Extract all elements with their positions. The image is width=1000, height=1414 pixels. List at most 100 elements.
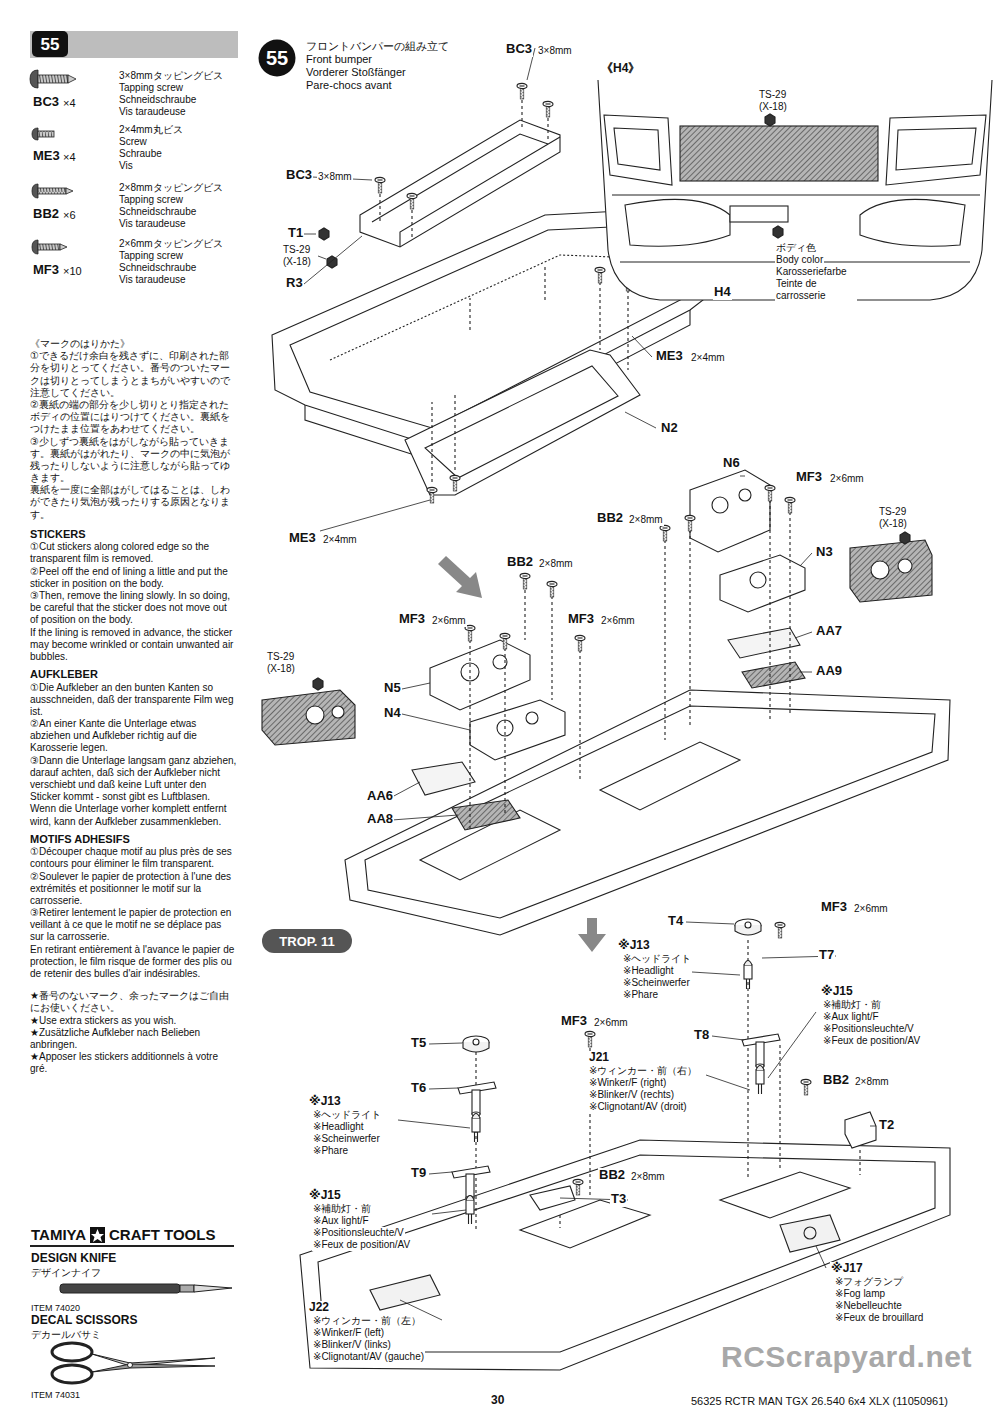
- lamp-label: ※Feux de position/AV: [822, 1035, 921, 1047]
- lamp-label: ※Winker/F (right): [588, 1077, 667, 1089]
- screw-size: 3×8mm: [317, 171, 353, 183]
- lamp-label: ※Positionsleuchte/V: [822, 1023, 915, 1035]
- instruction-text: ②裏紙の端の部分を少し切りとり指定されたボディの位置にはりつけてください。裏紙を…: [30, 399, 237, 436]
- instruction-text: ★Use extra stickers as you wish.: [30, 1015, 237, 1027]
- part-label: T7: [818, 948, 835, 963]
- lamp-label: ※J13: [617, 939, 651, 953]
- lamp-label: ※Headlight: [312, 1121, 365, 1133]
- screw-size: 2×8mm: [538, 558, 574, 570]
- instruction-text: ★Apposer les stickers additionnels à vot…: [30, 1051, 237, 1075]
- screw-quantity: ×6: [62, 209, 77, 222]
- screw-description: 2×8mmタッピングビス: [118, 182, 224, 194]
- tool-name: DESIGN KNIFE: [30, 1252, 117, 1266]
- paint-note: Body color: [775, 254, 824, 266]
- h4-front-view: [598, 80, 992, 300]
- screw-code: BC3: [32, 95, 60, 110]
- lamp-label: ※Phare: [312, 1145, 349, 1157]
- part-label: N2: [660, 421, 679, 436]
- paint-code: TS-29: [282, 244, 311, 256]
- part-label: AA6: [366, 789, 394, 804]
- lamp-label: ※Scheinwerfer: [312, 1133, 381, 1145]
- section-heading: MOTIFS ADHESIFS: [30, 833, 237, 846]
- part-label: T2: [878, 1118, 895, 1133]
- lamp-label: ※ウィンカー・前（左）: [312, 1315, 422, 1327]
- lamp-label: J21: [588, 1051, 610, 1065]
- part-label: T8: [693, 1028, 710, 1043]
- lamp-label: ※Fog lamp: [834, 1288, 886, 1300]
- step-title: Pare-chocs avant: [305, 79, 393, 92]
- screw-description: Tapping screw: [118, 194, 184, 206]
- brand-name: TAMIYA: [30, 1226, 87, 1243]
- screw-size: 2×8mm: [628, 514, 664, 526]
- lamp-label: ※Clignotant/AV (droit): [588, 1101, 688, 1113]
- screw-code: BB2: [596, 511, 624, 526]
- screw-size: 2×4mm: [322, 534, 358, 546]
- part-label: N6: [722, 456, 741, 471]
- tool-name: DECAL SCISSORS: [30, 1314, 138, 1328]
- screw-description: Schneidschraube: [118, 262, 197, 274]
- instruction-text: ★番号のないマーク、余ったマークはご自由にお使いください。: [30, 990, 237, 1014]
- part-label: T6: [410, 1081, 427, 1096]
- instruction-text: ②An einer Kante die Unterlage etwas abzi…: [30, 718, 237, 755]
- instruction-text: 《マークのはりかた》: [30, 338, 237, 350]
- part-label: H4: [713, 285, 732, 300]
- step-number: 55: [258, 39, 296, 77]
- screw-code: MF3: [795, 470, 823, 485]
- part-label: AA8: [366, 812, 394, 827]
- screw-code: ME3: [32, 149, 61, 164]
- screw-size: 2×6mm: [593, 1017, 629, 1029]
- part-label: 《H4》: [600, 62, 641, 76]
- lamp-label: ※J15: [308, 1189, 342, 1203]
- screw-code: ME3: [655, 349, 684, 364]
- part-label: R3: [285, 276, 304, 291]
- craft-tools: [30, 1227, 234, 1383]
- screw-description: 2×6mmタッピングビス: [118, 238, 224, 250]
- lamp-label: ※J13: [308, 1095, 342, 1109]
- trop-badge: TROP. 11: [262, 929, 352, 953]
- screw-code: ME3: [288, 531, 317, 546]
- paint-code: TS-29: [878, 506, 907, 518]
- screw-description: Vis: [118, 160, 134, 172]
- lamp-label: ※フォグランプ: [834, 1276, 904, 1288]
- part-label: T4: [667, 914, 684, 929]
- item-number: ITEM 74031: [30, 1390, 81, 1400]
- lamp-label: ※Feux de position/AV: [312, 1239, 411, 1251]
- paint-code: TS-29: [758, 89, 787, 101]
- instruction-text: If the lining is removed in advance, the…: [30, 627, 237, 664]
- instruction-text: ★Zusätzliche Aufkleber nach Belieben anb…: [30, 1027, 237, 1051]
- lamp-label: ※Headlight: [622, 965, 675, 977]
- screw-code: MF3: [820, 900, 848, 915]
- page-number: 30: [490, 1394, 505, 1408]
- bumper-middle-assembly: [262, 470, 950, 952]
- lamp-label: ※Blinker/V (links): [312, 1339, 392, 1351]
- tool-name: デザインナイフ: [30, 1267, 102, 1279]
- section-heading: STICKERS: [30, 528, 237, 541]
- part-label: AA7: [815, 624, 843, 639]
- instruction-text: En retirant entièrement à l'avance le pa…: [30, 944, 237, 981]
- step-number: 55: [32, 31, 68, 57]
- sticker-instructions: 《マークのはりかた》①できるだけ余白を残さずに、印刷された部分を切りとってくださ…: [30, 338, 237, 1076]
- lamp-label: ※ヘッドライト: [622, 953, 692, 965]
- lamp-label: ※Clignotant/AV (gauche): [312, 1351, 425, 1363]
- screw-size: 2×8mm: [630, 1171, 666, 1183]
- lamp-label: ※Scheinwerfer: [622, 977, 691, 989]
- section-heading: AUFKLEBER: [30, 668, 237, 681]
- sidebar-header-bar: [30, 31, 238, 58]
- lamp-label: ※補助灯・前: [822, 999, 882, 1011]
- screw-size: 3×8mm: [537, 45, 573, 57]
- screw-description: Vis taraudeuse: [118, 274, 187, 286]
- screw-description: 2×4mm丸ビス: [118, 124, 184, 136]
- paint-note: ボディ色: [775, 242, 817, 254]
- screw-size: 2×6mm: [853, 903, 889, 915]
- tool-name: デカールバサミ: [30, 1329, 102, 1341]
- watermark: RCScrapyard.net: [720, 1340, 973, 1375]
- step-title: フロントバンパーの組み立て: [305, 40, 450, 53]
- node-text: TROP. 11: [279, 935, 334, 948]
- screw-code: BC3: [505, 42, 533, 57]
- part-label: N5: [383, 681, 402, 696]
- paint-code: (X-18): [758, 101, 788, 113]
- item-number: ITEM 74020: [30, 1303, 81, 1313]
- screw-quantity: ×10: [62, 265, 83, 278]
- part-label: N3: [815, 545, 834, 560]
- lamp-label: ※Winker/F (left): [312, 1327, 385, 1339]
